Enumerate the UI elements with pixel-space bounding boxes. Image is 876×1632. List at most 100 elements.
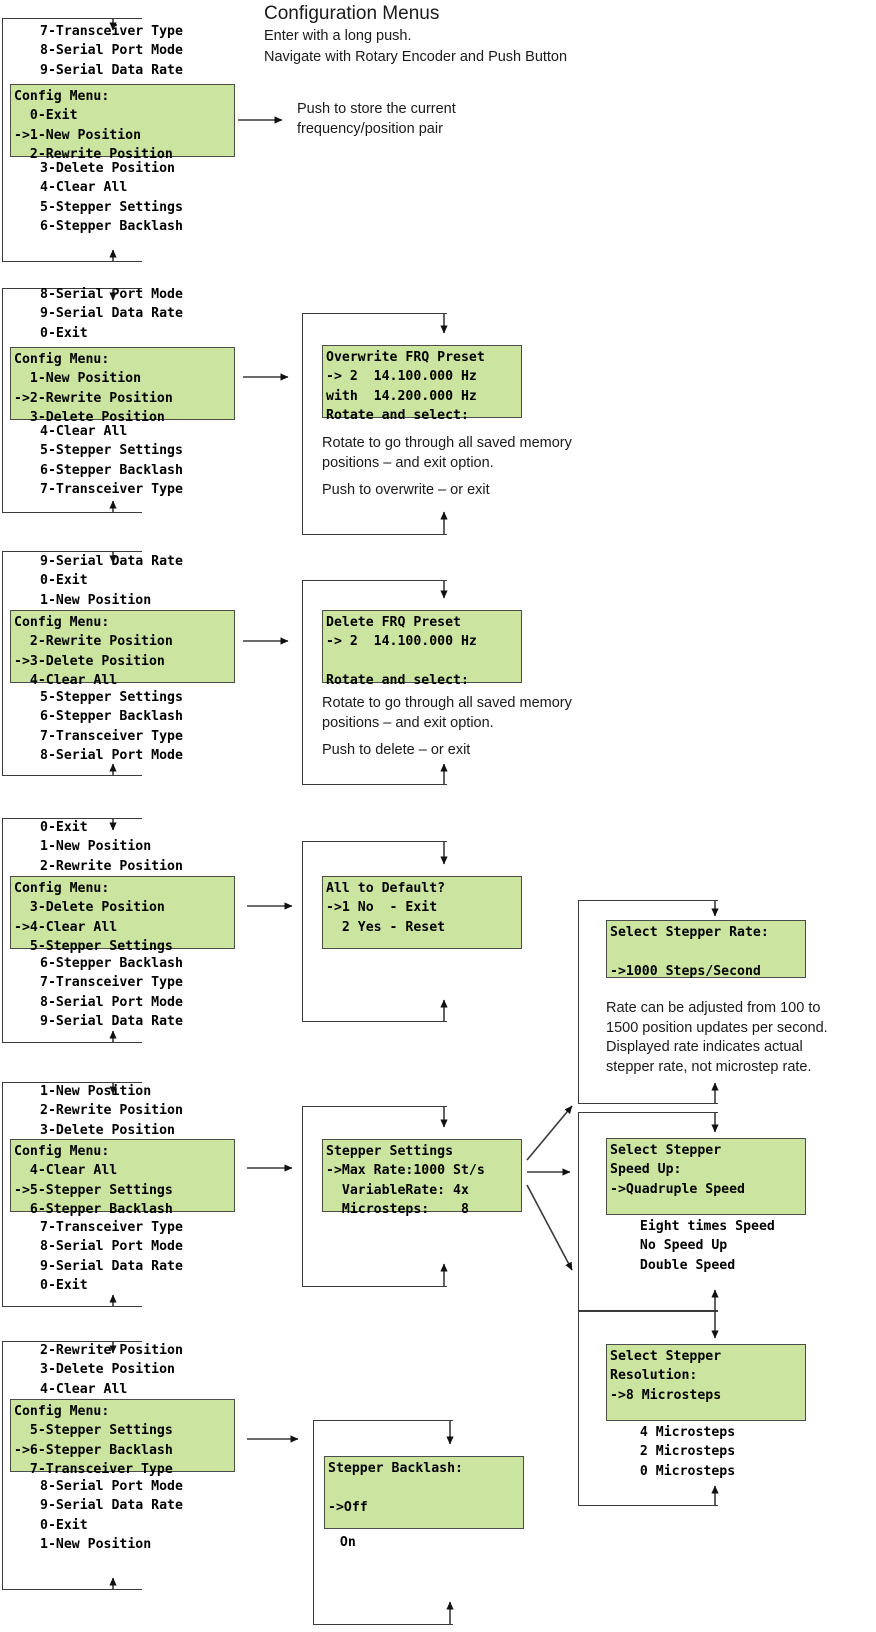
lcd-row: 6-Stepper Backlash	[14, 1202, 173, 1218]
lcd-row: Rotate and select:	[326, 673, 469, 689]
menu-row: 8-Serial Port Mode	[40, 748, 183, 764]
lcd-row: 2-Rewrite Position	[14, 147, 173, 163]
panel-loop-frame-resolution	[578, 1310, 718, 1506]
lcd-row: Config Menu:	[14, 615, 110, 630]
lcd-row: Select Stepper	[610, 1349, 722, 1364]
menu-row: 0-Exit	[40, 325, 88, 341]
resolution-options: 4 Microsteps 2 Microsteps 0 Microsteps	[624, 1423, 735, 1481]
menu-row: 1-New Position	[40, 1084, 152, 1099]
menu-row: 0-Exit	[40, 1517, 88, 1533]
lcd-row: with 14.200.000 Hz	[326, 388, 477, 404]
note-line: 1500 position updates per second.	[606, 1019, 828, 1036]
menu-loop-frame-stepper-settings	[2, 1082, 142, 1307]
menu-row: 1-New Position	[40, 592, 152, 608]
lcd-row: 2 Yes - Reset	[326, 919, 446, 935]
lcd-row: Stepper Backlash:	[328, 1461, 463, 1476]
menu-row: 5-Stepper Settings	[40, 690, 183, 705]
lcd-row-selected: ->4-Clear All	[14, 919, 118, 935]
menu-above-clear-all: 0-Exit 1-New Position 2-Rewrite Position	[40, 818, 183, 876]
option-row: 0 Microsteps	[624, 1463, 736, 1479]
menu-above-stepper-backlash: 2-Rewrite Position 3-Delete Position 4-C…	[40, 1341, 183, 1399]
note-line: Displayed rate indicates actual	[606, 1039, 803, 1055]
lcd-select-stepper-resolution: Select Stepper Resolution: ->8 Microstep…	[606, 1344, 806, 1421]
option-row: 4 Microsteps	[624, 1425, 736, 1440]
menu-row: 8-Serial Port Mode	[40, 43, 183, 59]
panel-loop-frame-backlash	[313, 1420, 453, 1625]
lcd-row: 4-Clear All	[14, 673, 118, 689]
menu-loop-frame-clear-all	[2, 818, 142, 1043]
lcd-row-selected: -> 2 14.100.000 Hz	[326, 634, 477, 650]
note-line: positions – and exit option.	[322, 714, 494, 731]
lcd-row-selected: ->2-Rewrite Position	[14, 390, 173, 406]
menu-row: 0-Exit	[40, 1278, 88, 1294]
option-row: On	[324, 1535, 356, 1550]
lcd-row-blank	[610, 942, 805, 961]
header: Configuration Menus Enter with a long pu…	[264, 2, 567, 68]
note-delete: Rotate to go through all saved memory po…	[322, 694, 572, 761]
menu-row: 8-Serial Port Mode	[40, 1239, 183, 1255]
lcd-row: Resolution:	[610, 1368, 698, 1384]
menu-row: 4-Clear All	[40, 1381, 128, 1397]
menu-row: 7-Transceiver Type	[40, 975, 183, 991]
note-new-position: Push to store the current frequency/posi…	[297, 100, 456, 139]
lcd-row: Config Menu:	[14, 881, 110, 896]
menu-loop-frame-new-position	[2, 18, 142, 262]
lcd-row-selected: ->8 Microsteps	[610, 1387, 722, 1403]
panel-loop-frame-overwrite	[302, 313, 447, 535]
lcd-row: Rotate and select:	[326, 408, 469, 424]
menu-below-rewrite-position: 4-Clear All 5-Stepper Settings 6-Stepper…	[40, 422, 183, 499]
lcd-row-selected: ->3-Delete Position	[14, 653, 165, 669]
option-row: Eight times Speed	[624, 1219, 775, 1234]
menu-row: 0-Exit	[40, 820, 88, 835]
menu-row: 8-Serial Port Mode	[40, 1479, 183, 1494]
panel-loop-frame-stepper-rate	[578, 900, 718, 1104]
note-overwrite: Rotate to go through all saved memory po…	[322, 434, 572, 501]
lcd-row: 2-Rewrite Position	[14, 634, 173, 650]
lcd-row-selected: -> 2 14.100.000 Hz	[326, 369, 477, 385]
lcd-row: Select Stepper Rate:	[610, 925, 769, 940]
note-line: frequency/position pair	[297, 120, 443, 137]
menu-row: 4-Clear All	[40, 424, 128, 439]
lcd-row: 3-Delete Position	[14, 900, 165, 916]
lcd-all-to-default: All to Default? ->1 No - Exit 2 Yes - Re…	[322, 876, 522, 949]
note-line: positions – and exit option.	[322, 454, 494, 471]
lcd-new-position: Config Menu: 0-Exit ->1-New Position 2-R…	[10, 84, 235, 162]
menu-row: 8-Serial Port Mode	[40, 287, 183, 302]
note-line: Push to delete – or exit	[322, 742, 471, 758]
lcd-stepper-backlash-menu: Config Menu: 5-Stepper Settings ->6-Step…	[10, 1399, 235, 1477]
menu-row: 3-Delete Position	[40, 1122, 175, 1138]
lcd-select-stepper-speed-up: Select Stepper Speed Up: ->Quadruple Spe…	[606, 1138, 806, 1215]
lcd-row: 0-Exit	[14, 108, 78, 124]
backlash-options: On	[324, 1533, 356, 1552]
lcd-row: Speed Up:	[610, 1162, 682, 1178]
lcd-stepper-settings-menu: Config Menu: 4-Clear All ->5-Stepper Set…	[10, 1139, 235, 1217]
fanout-arrow-rate	[526, 1105, 573, 1161]
menu-row: 8-Serial Port Mode	[40, 994, 183, 1010]
menu-row: 6-Stepper Backlash	[40, 462, 183, 478]
menu-row: 6-Stepper Backlash	[40, 219, 183, 235]
lcd-rewrite-position: Config Menu: 1-New Position ->2-Rewrite …	[10, 347, 235, 425]
menu-row: 4-Clear All	[40, 180, 128, 196]
menu-loop-frame-delete-position	[2, 551, 142, 776]
panel-loop-frame-stepper-settings	[302, 1106, 447, 1287]
lcd-row: 5-Stepper Settings	[14, 1423, 173, 1439]
lcd-row: 5-Stepper Settings	[14, 939, 173, 955]
lcd-row: 3-Delete Position	[14, 410, 165, 426]
lcd-row: Config Menu:	[14, 89, 110, 104]
lcd-row-blank	[328, 1517, 523, 1536]
lcd-delete-position: Config Menu: 2-Rewrite Position ->3-Dele…	[10, 610, 235, 688]
speed-up-options: Eight times Speed No Speed Up Double Spe…	[624, 1217, 775, 1275]
menu-row: 9-Serial Data Rate	[40, 1014, 183, 1030]
note-stepper-rate: Rate can be adjusted from 100 to 1500 po…	[606, 999, 828, 1077]
lcd-row-blank	[326, 937, 521, 956]
menu-below-delete-position: 5-Stepper Settings 6-Stepper Backlash 7-…	[40, 688, 183, 765]
menu-below-stepper-settings: 7-Transceiver Type 8-Serial Port Mode 9-…	[40, 1218, 183, 1295]
menu-row: 6-Stepper Backlash	[40, 709, 183, 725]
menu-above-rewrite-position: 8-Serial Port Mode 9-Serial Data Rate 0-…	[40, 285, 183, 343]
menu-row: 5-Stepper Settings	[40, 443, 183, 459]
panel-loop-frame-clear-all	[302, 841, 447, 1022]
header-instruction-1: Enter with a long push.	[264, 28, 412, 44]
option-row: No Speed Up	[624, 1238, 728, 1254]
lcd-row-selected: ->Quadruple Speed	[610, 1181, 745, 1197]
note-line: Rotate to go through all saved memory	[322, 435, 572, 451]
